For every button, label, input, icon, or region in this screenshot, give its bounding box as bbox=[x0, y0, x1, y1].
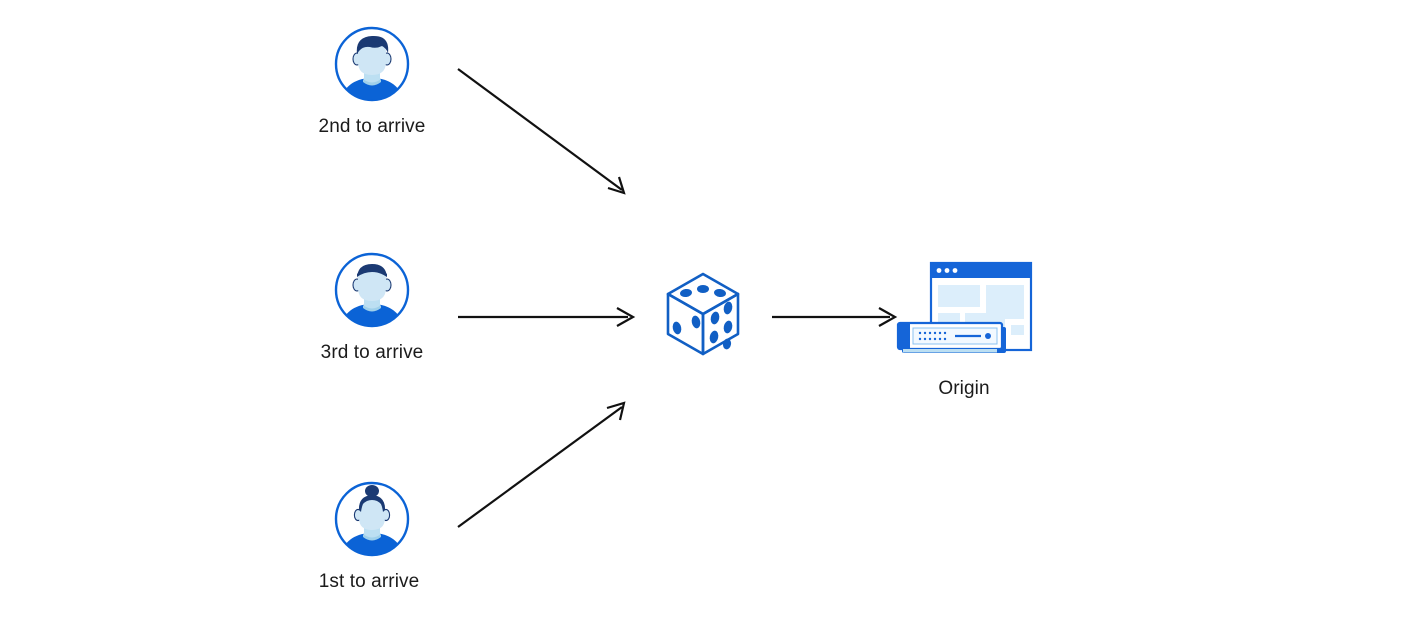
user-avatar-female-bun-icon bbox=[332, 479, 412, 559]
server-device-shape bbox=[896, 321, 1006, 353]
connector-2nd-to-dice bbox=[457, 68, 626, 195]
dice-cube-icon bbox=[658, 266, 748, 366]
connector-dice-to-origin bbox=[772, 307, 898, 327]
node-label-visitor-3rd: 3rd to arrive bbox=[320, 342, 424, 363]
connector-1st-to-dice bbox=[457, 401, 626, 528]
origin-server-browser-icon bbox=[893, 258, 1038, 368]
node-label-visitor-2nd: 2nd to arrive bbox=[318, 116, 426, 137]
user-avatar-male-short-hair-icon bbox=[332, 250, 412, 330]
node-label-origin: Origin bbox=[938, 378, 990, 399]
node-label-visitor-1st: 1st to arrive bbox=[318, 571, 420, 592]
connector-3rd-to-dice bbox=[458, 307, 636, 327]
user-avatar-male-wavy-hair-icon bbox=[332, 24, 412, 104]
